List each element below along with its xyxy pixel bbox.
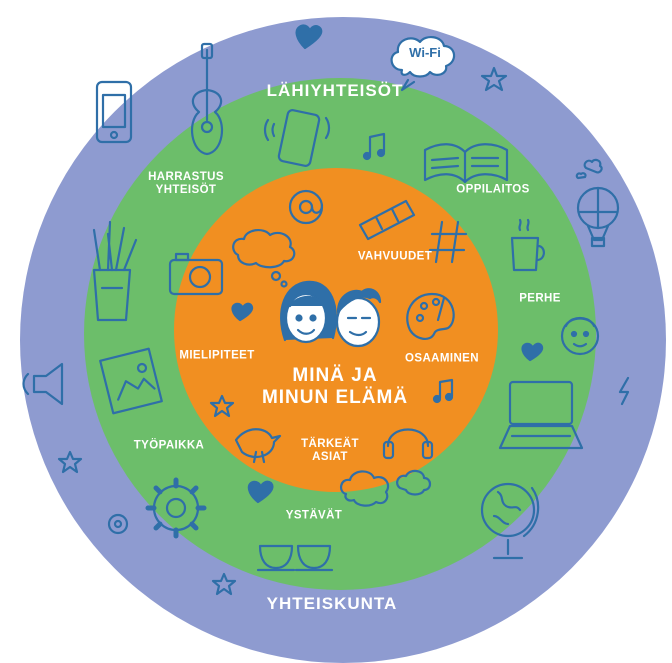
hashtag-icon — [428, 220, 468, 264]
globe-icon — [480, 482, 540, 560]
outer-ring-label: YHTEISKUNTA — [266, 594, 398, 614]
laptop-icon — [498, 380, 584, 450]
smartphone-icon — [263, 109, 331, 167]
label-tyopaikka: TYÖPAIKKA — [133, 439, 205, 452]
label-mielipiteet: MIELIPITEET — [179, 349, 255, 362]
label-tarkeat-line2: ASIAT — [312, 451, 348, 463]
lightning-icon — [618, 376, 630, 406]
headphones-icon — [382, 428, 434, 460]
bird-icon — [234, 428, 282, 464]
center-title-line1: MINÄ JA — [292, 365, 378, 387]
middle-ring-label: LÄHIYHTEISÖT — [266, 81, 404, 101]
center-title-line2: MINUN ELÄMÄ — [261, 387, 409, 408]
label-harrastus-line1: HARRASTUS — [148, 170, 224, 183]
label-osaaminen: OSAAMINEN — [405, 352, 479, 365]
svg-text:Wi-Fi: Wi-Fi — [409, 45, 441, 60]
palette-icon — [406, 292, 455, 340]
label-harrastusyhteisot: HARRASTUS YHTEISÖT — [148, 171, 224, 197]
wifi-cloud-icon: Wi-Fi — [390, 36, 456, 92]
heart-icon — [295, 24, 323, 50]
music-note-icon — [362, 132, 386, 161]
star-icon — [211, 572, 237, 596]
inner-circle — [174, 168, 498, 492]
thought-cloud-icon — [340, 469, 432, 507]
label-oppilaitos: OPPILAITOS — [456, 183, 530, 196]
label-tarkeat-line1: TÄRKEÄT — [301, 437, 359, 450]
gear-icon — [107, 513, 129, 535]
thought-cloud-icon — [232, 229, 296, 288]
label-perhe: PERHE — [519, 292, 561, 305]
label-ystavat: YSTÄVÄT — [285, 509, 343, 522]
label-harrastus-line2: YHTEISÖT — [155, 184, 217, 196]
speaker-icon — [22, 362, 64, 406]
heart-icon — [247, 480, 274, 504]
star-icon — [480, 66, 508, 92]
guitar-icon — [190, 42, 224, 156]
telescope-icon — [358, 199, 416, 241]
at-sign-icon — [288, 189, 324, 225]
music-note-icon — [432, 378, 454, 404]
heart-icon — [231, 302, 254, 322]
phone-icon — [95, 80, 133, 144]
heart-icon — [521, 342, 544, 362]
star-icon — [57, 450, 83, 474]
center-title: MINÄ JA MINUN ELÄMÄ — [262, 365, 408, 409]
gear-icon — [145, 477, 207, 539]
book-icon — [423, 143, 509, 184]
balloon-icon — [575, 158, 620, 248]
face-icon — [560, 316, 600, 356]
coffee-cups-icon — [256, 544, 334, 572]
pencils-icon — [92, 220, 138, 322]
people-icon — [280, 280, 382, 348]
camera-icon — [168, 252, 224, 296]
star-icon — [209, 394, 235, 418]
label-vahvuudet: VAHVUUDET — [357, 250, 433, 263]
photo-icon — [99, 347, 163, 415]
label-tarkeat-asiat: TÄRKEÄT ASIAT — [301, 438, 359, 464]
cup-icon — [510, 218, 545, 272]
